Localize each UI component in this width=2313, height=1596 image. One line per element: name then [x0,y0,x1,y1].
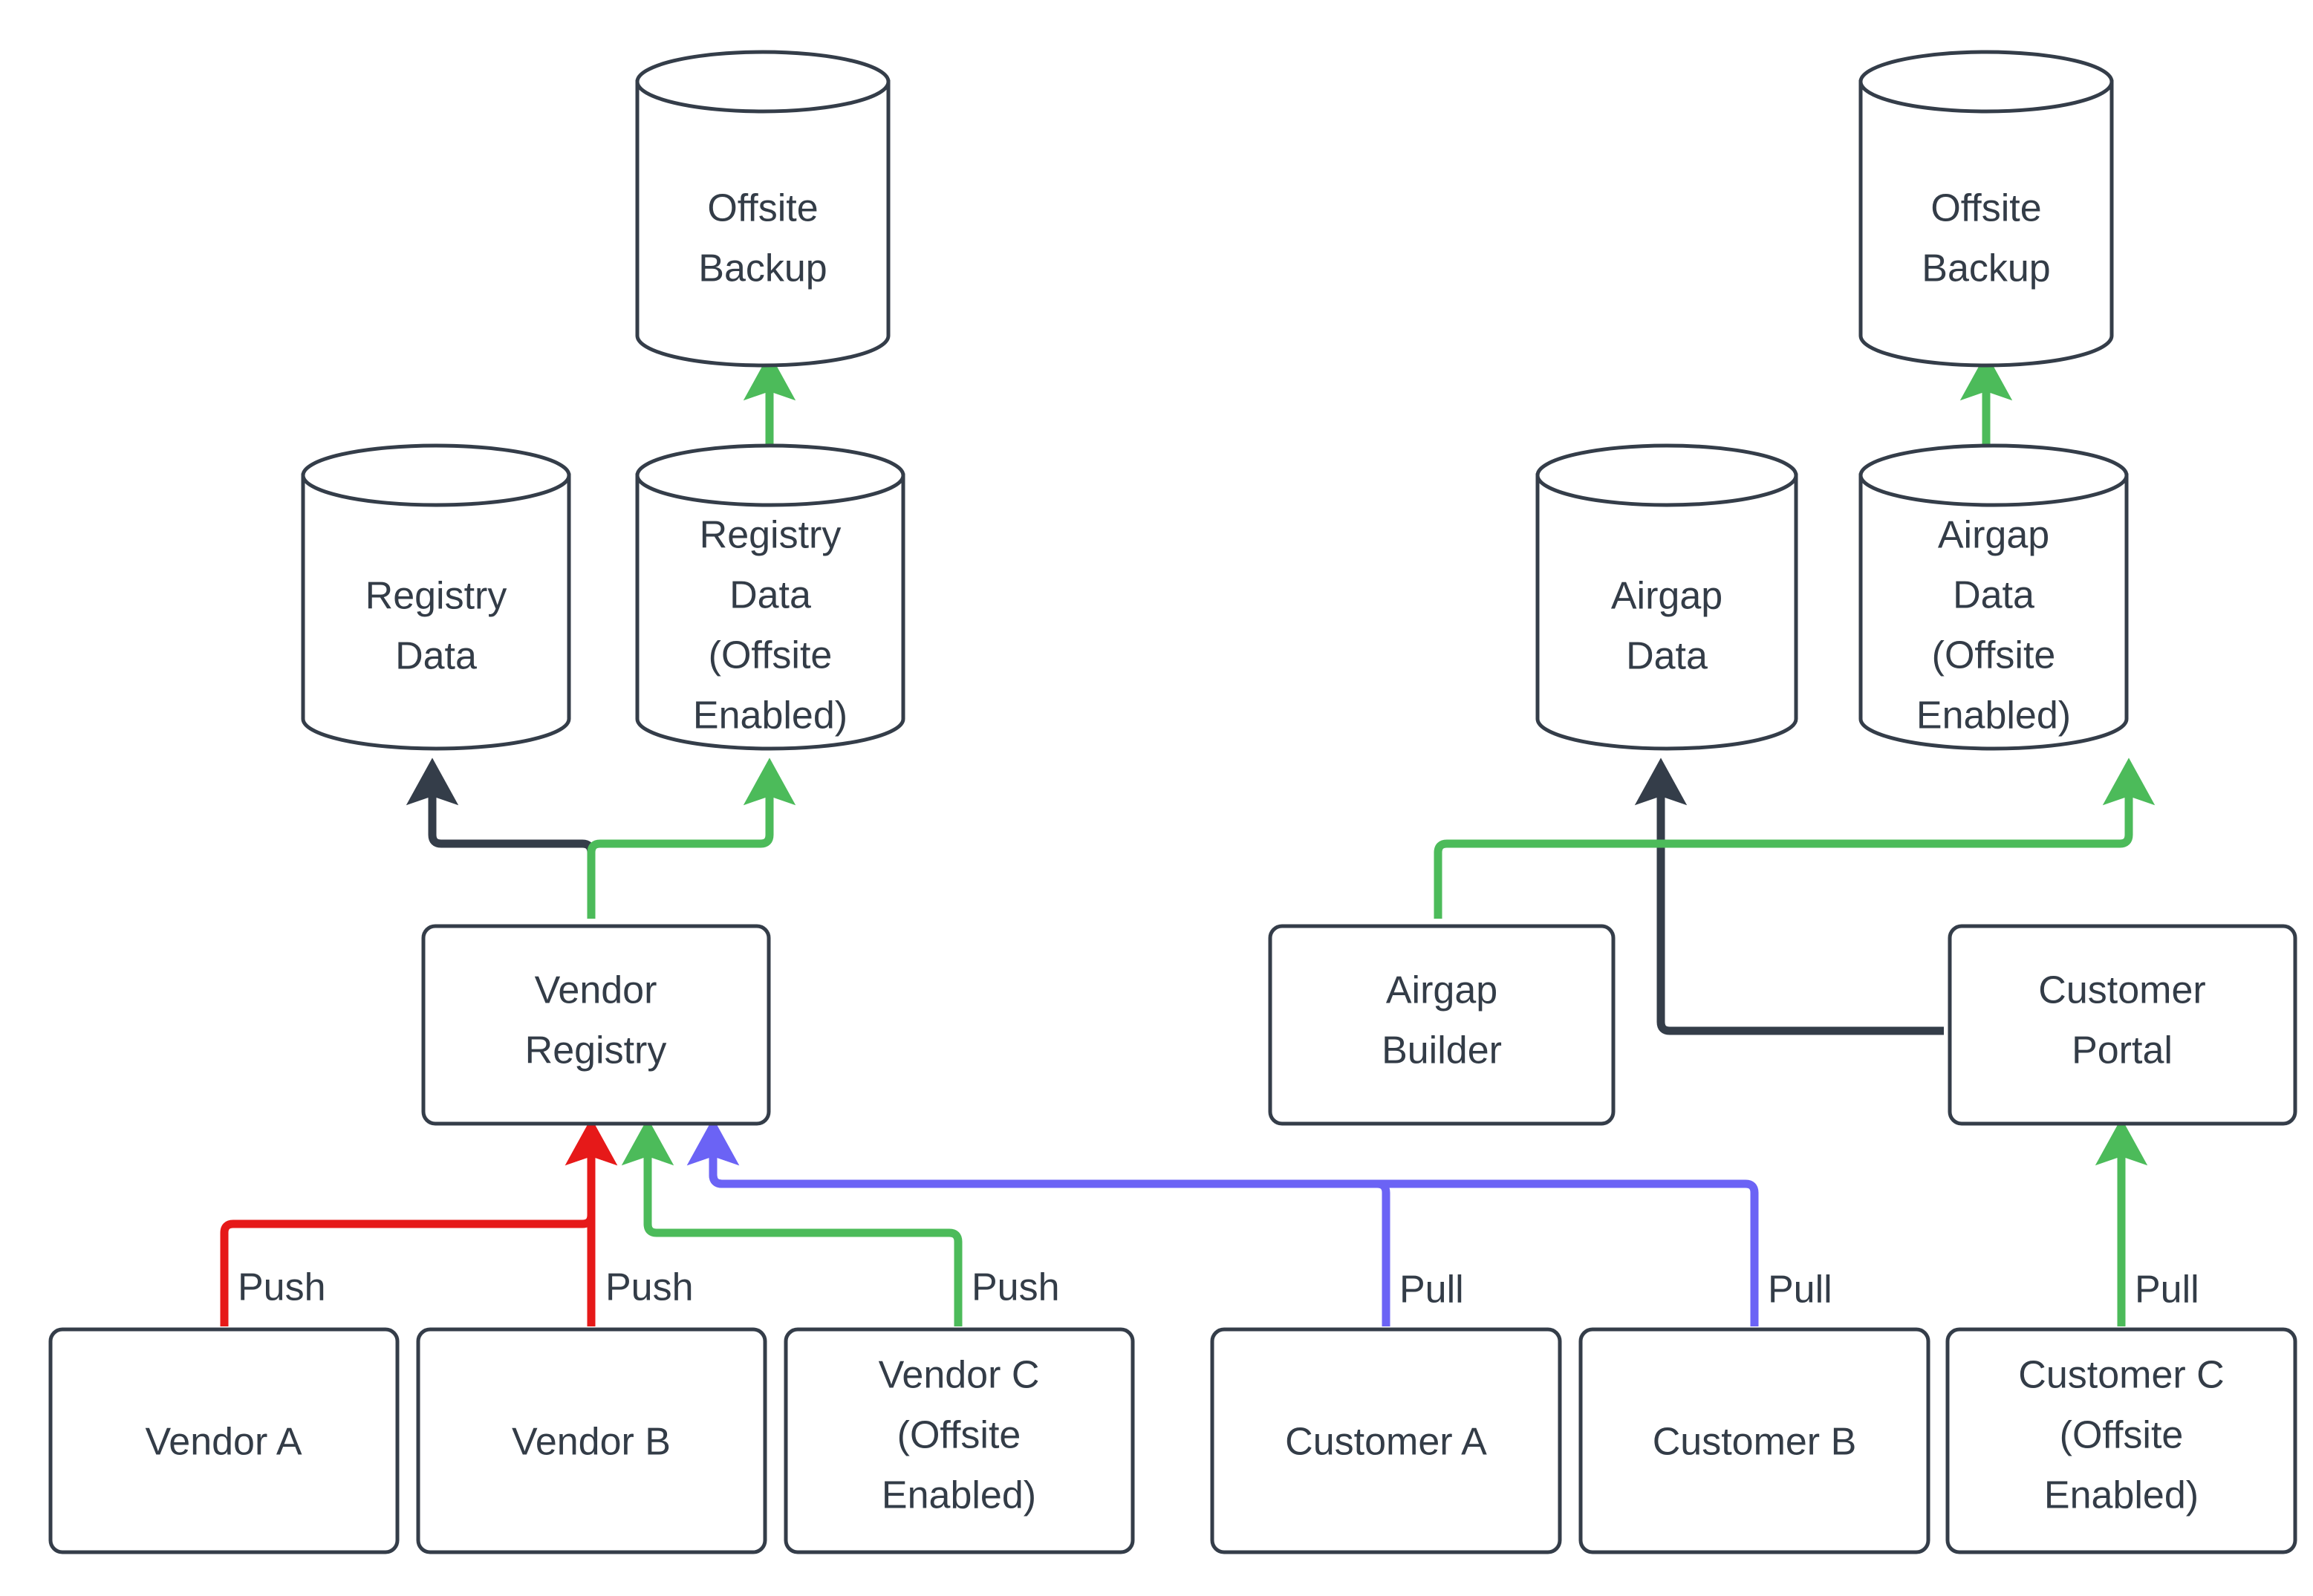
node-label-line: Enabled) [882,1474,1036,1517]
node-label-line: Customer [2038,969,2205,1012]
edge-label-customer-a-pull: Pull [1399,1268,1464,1312]
node-customer-portal[interactable]: Customer Portal [1948,924,2297,1126]
node-label-line: Customer B [1653,1421,1857,1464]
node-label-line: Builder [1382,1029,1502,1072]
edge-label-vendor-b-push: Push [605,1266,694,1309]
edge-label-customer-c-pull: Pull [2135,1268,2199,1312]
node-label-line: (Offsite [2060,1414,2184,1457]
node-label-line: Customer C [2018,1354,2224,1397]
node-label-line: Vendor A [145,1421,302,1464]
edge-label-customer-b-pull: Pull [1768,1268,1832,1312]
node-label-line: Enabled) [1916,694,2071,737]
node-label-line: Data [395,635,477,678]
node-label-line: (Offsite [1932,634,2056,677]
node-label-line: Vendor C [879,1354,1040,1397]
node-airgap-data-offsite[interactable]: Airgap Data (Offsite Enabled) [1858,443,2129,751]
node-label-line: Data [729,574,811,617]
node-vendor-registry[interactable]: Vendor Registry [421,924,771,1126]
node-vendor-b[interactable]: Vendor B [416,1327,767,1554]
edge-airgap-builder-to-airgap-data-offsite [1434,758,2156,919]
node-label-line: (Offsite [709,634,833,677]
edge-label-vendor-c-push: Push [972,1266,1060,1309]
node-label-line: Enabled) [2044,1474,2199,1517]
node-label-line: Data [1953,574,2034,617]
node-label-line: Offsite [707,187,818,230]
node-label-line: Backup [698,247,827,290]
node-label-line: Airgap [1386,969,1497,1012]
node-registry-data[interactable]: Registry Data [301,443,571,751]
node-offsite-backup-left[interactable]: Offsite Backup [635,50,891,368]
node-label-line: Backup [1922,247,2050,290]
node-airgap-data[interactable]: Airgap Data [1535,443,1798,751]
node-vendor-a[interactable]: Vendor A [48,1327,400,1554]
node-customer-a[interactable]: Customer A [1210,1327,1562,1554]
edge-customer-b-to-vendor-registry [686,1118,1759,1326]
node-label-line: Customer A [1285,1421,1487,1464]
node-label-line: Data [1626,635,1708,678]
node-vendor-c[interactable]: Vendor C (Offsite Enabled) [784,1327,1135,1554]
node-label-line: (Offsite [897,1414,1021,1457]
node-customer-b[interactable]: Customer B [1578,1327,1930,1554]
node-label-line: Vendor B [512,1421,671,1464]
node-label-line: Airgap [1611,575,1722,618]
node-label-line: Registry [525,1029,667,1072]
edge-label-vendor-a-push: Push [238,1266,326,1309]
edge-customer-portal-to-airgap-data [1634,758,1944,1035]
node-label-line: Vendor [535,969,657,1012]
node-offsite-backup-right[interactable]: Offsite Backup [1858,50,2114,368]
node-label-line: Airgap [1938,514,2049,557]
edge-vendor-c-to-vendor-registry [621,1118,963,1326]
node-airgap-builder[interactable]: Airgap Builder [1268,924,1616,1126]
node-registry-data-offsite[interactable]: Registry Data (Offsite Enabled) [635,443,905,751]
node-label-line: Offsite [1930,187,2041,230]
node-customer-c[interactable]: Customer C (Offsite Enabled) [1945,1327,2297,1554]
node-label-line: Portal [2072,1029,2173,1072]
node-label-line: Registry [365,575,507,618]
edge-vendor-registry-to-registry-data-offsite [587,758,796,919]
node-label-line: Enabled) [693,694,848,737]
node-label-line: Registry [700,514,842,557]
